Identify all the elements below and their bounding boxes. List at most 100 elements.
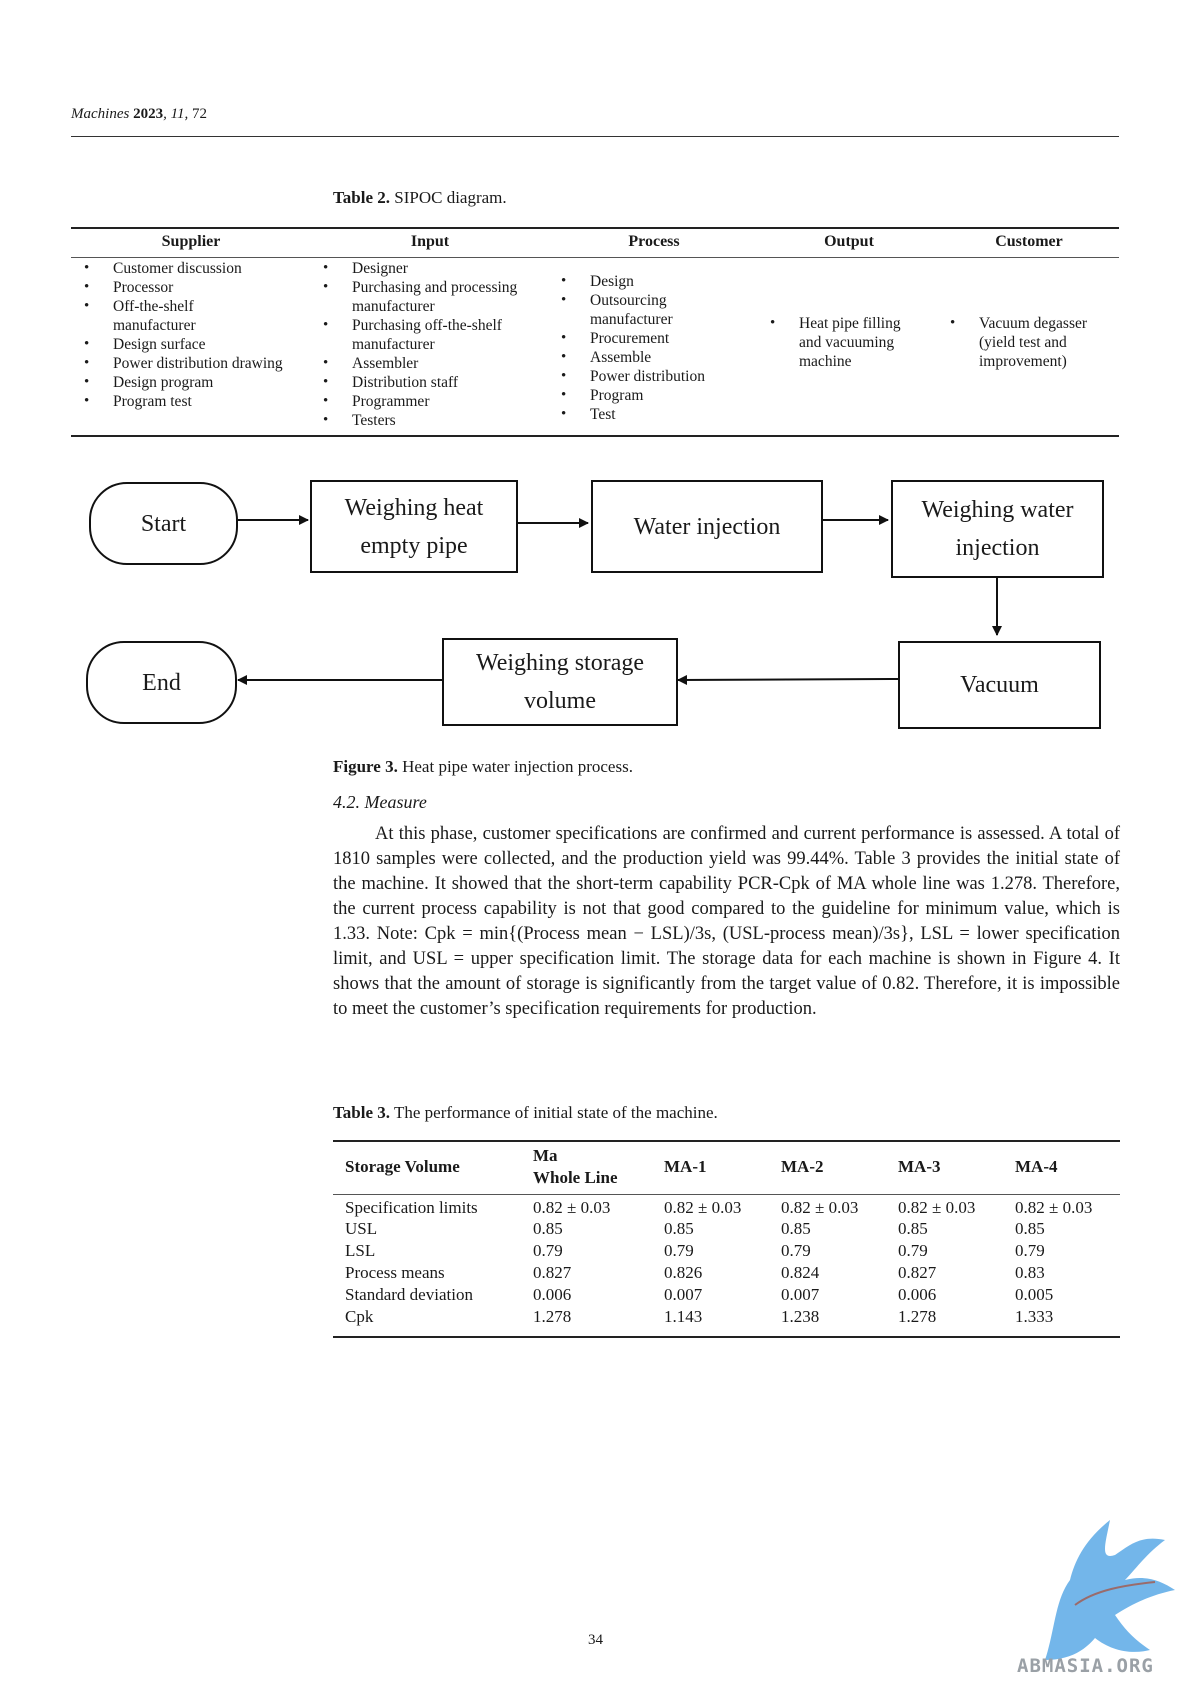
node-label-line: Weighing storage (475, 650, 645, 676)
cell: 0.82 ± 0.03 (664, 1198, 742, 1217)
table2-title: SIPOC diagram. (394, 188, 507, 207)
arrow-vacuum-to-weigh-storage (677, 674, 899, 685)
cell: 1.278 (533, 1307, 572, 1326)
list-item: Program test (75, 392, 311, 411)
node-label: Water injection (633, 513, 781, 540)
cell: 0.005 (1015, 1285, 1054, 1304)
header-ma: Ma (533, 1146, 558, 1165)
body-paragraph: At this phase, customer specifications a… (333, 824, 1120, 1019)
table-row: Specification limits 0.82 ± 0.03 0.82 ± … (333, 1197, 1120, 1219)
header-output: Output (824, 233, 874, 250)
page-number: 34 (588, 1632, 603, 1648)
cell: 0.006 (898, 1285, 937, 1304)
header-ma4: MA-4 (1015, 1157, 1058, 1176)
table-rule-top (71, 227, 1119, 229)
weigh-water-injection-node: Weighing water injection (891, 480, 1104, 578)
cell: 0.007 (664, 1285, 703, 1304)
watermark-text: ABMASIA.ORG (1017, 1655, 1154, 1677)
list-item: Designer (314, 259, 549, 278)
header-input: Input (410, 233, 450, 250)
cell: 0.826 (664, 1263, 703, 1282)
list-item: Assemble (552, 348, 759, 367)
start-node: Start (89, 482, 238, 565)
journal-name: Machines (71, 106, 130, 122)
cell: 0.85 (781, 1219, 811, 1238)
node-label-line: injection (955, 535, 1040, 561)
list-item: Purchasing and processing manufacturer (314, 278, 549, 316)
list-item: Program (552, 386, 759, 405)
header-ma3: MA-3 (898, 1157, 941, 1176)
table2-label: Table 2. (333, 188, 391, 207)
table3-caption: Table 3. The performance of initial stat… (333, 1103, 718, 1123)
journal-volume: 11 (170, 106, 185, 122)
griffin-logo-icon (1045, 1520, 1175, 1660)
table-row: Standard deviation 0.006 0.007 0.007 0.0… (333, 1284, 1120, 1306)
cell: 0.827 (533, 1263, 572, 1282)
table-row: USL 0.85 0.85 0.85 0.85 0.85 (333, 1218, 1120, 1240)
cell: 0.82 ± 0.03 (781, 1198, 859, 1217)
header-process: Process (628, 233, 680, 250)
list-item: Vacuum degasser (yield test and improvem… (941, 314, 1099, 371)
row-label: USL (345, 1219, 378, 1238)
process-flow-diagram: Start Weighing heat empty pipe Water inj… (71, 465, 1121, 735)
node-label-line: empty pipe (360, 532, 468, 559)
table-rule-mid (333, 1194, 1120, 1195)
journal-year: 2023 (133, 106, 164, 122)
cell: 0.827 (898, 1263, 937, 1282)
header-customer: Customer (995, 233, 1063, 250)
table2-caption: Table 2. SIPOC diagram. (333, 188, 507, 208)
section-heading: 4.2. Measure (333, 792, 427, 812)
table3-title: The performance of initial state of the … (393, 1103, 718, 1122)
vacuum-node: Vacuum (898, 641, 1101, 729)
weigh-empty-pipe-node: Weighing heat empty pipe (310, 480, 518, 573)
cell: 1.333 (1015, 1307, 1054, 1326)
list-item: Purchasing off-the-shelf manufacturer (314, 316, 542, 354)
end-node: End (86, 641, 237, 724)
header-rule (71, 136, 1119, 137)
running-header: Machines 2023, 11, 72 (71, 106, 207, 122)
list-item: Design program (75, 373, 311, 392)
cell: 0.85 (533, 1219, 563, 1238)
list-item: Design surface (75, 335, 311, 354)
cell: 1.238 (781, 1307, 820, 1326)
list-item: Customer discussion (75, 259, 311, 278)
end-label: End (142, 669, 181, 696)
table3-label: Table 3. (333, 1103, 391, 1122)
output-list: Heat pipe filling and vacuuming machine (761, 314, 941, 371)
list-item: Power distribution drawing (75, 354, 283, 373)
cell: 0.79 (664, 1241, 694, 1260)
figure3-label: Figure 3. (333, 757, 398, 776)
node-label-line: volume (524, 688, 596, 714)
flow-arrows (237, 515, 1002, 685)
cell: 0.82 ± 0.03 (533, 1198, 611, 1217)
table-row: Process means 0.827 0.826 0.824 0.827 0.… (333, 1262, 1120, 1284)
header-storage-volume: Storage Volume (345, 1157, 460, 1176)
cell: 1.143 (664, 1307, 703, 1326)
list-item: Test (552, 405, 759, 424)
cell: 0.83 (1015, 1263, 1045, 1282)
input-list: Designer Purchasing and processing manuf… (314, 259, 549, 430)
cell: 0.85 (898, 1219, 928, 1238)
list-item: Off-the-shelf manufacturer (75, 297, 263, 335)
cell: 0.79 (533, 1241, 563, 1260)
row-label: LSL (345, 1241, 376, 1260)
table-row: LSL 0.79 0.79 0.79 0.79 0.79 (333, 1240, 1120, 1262)
list-item: Processor (75, 278, 311, 297)
cell: 0.79 (898, 1241, 928, 1260)
article-number: 72 (191, 106, 207, 122)
cell: 0.79 (781, 1241, 811, 1260)
list-item: Procurement (552, 329, 759, 348)
row-label: Process means (345, 1263, 445, 1282)
sipoc-table: Supplier Input Process Output Customer C… (71, 227, 1119, 439)
header-whole-line: Whole Line (533, 1168, 618, 1187)
process-list: Design Outsourcing manufacturer Procurem… (552, 272, 759, 424)
row-label: Standard deviation (345, 1285, 473, 1304)
table-rule-mid (71, 257, 1119, 258)
node-label-line: Weighing heat (344, 494, 484, 521)
start-label: Start (140, 510, 187, 537)
cell: 0.82 ± 0.03 (898, 1198, 976, 1217)
node-label-line: Weighing water (921, 497, 1074, 523)
list-item: Outsourcing manufacturer (552, 291, 710, 329)
table-rule-bottom (71, 435, 1119, 437)
cell: 0.79 (1015, 1241, 1045, 1260)
